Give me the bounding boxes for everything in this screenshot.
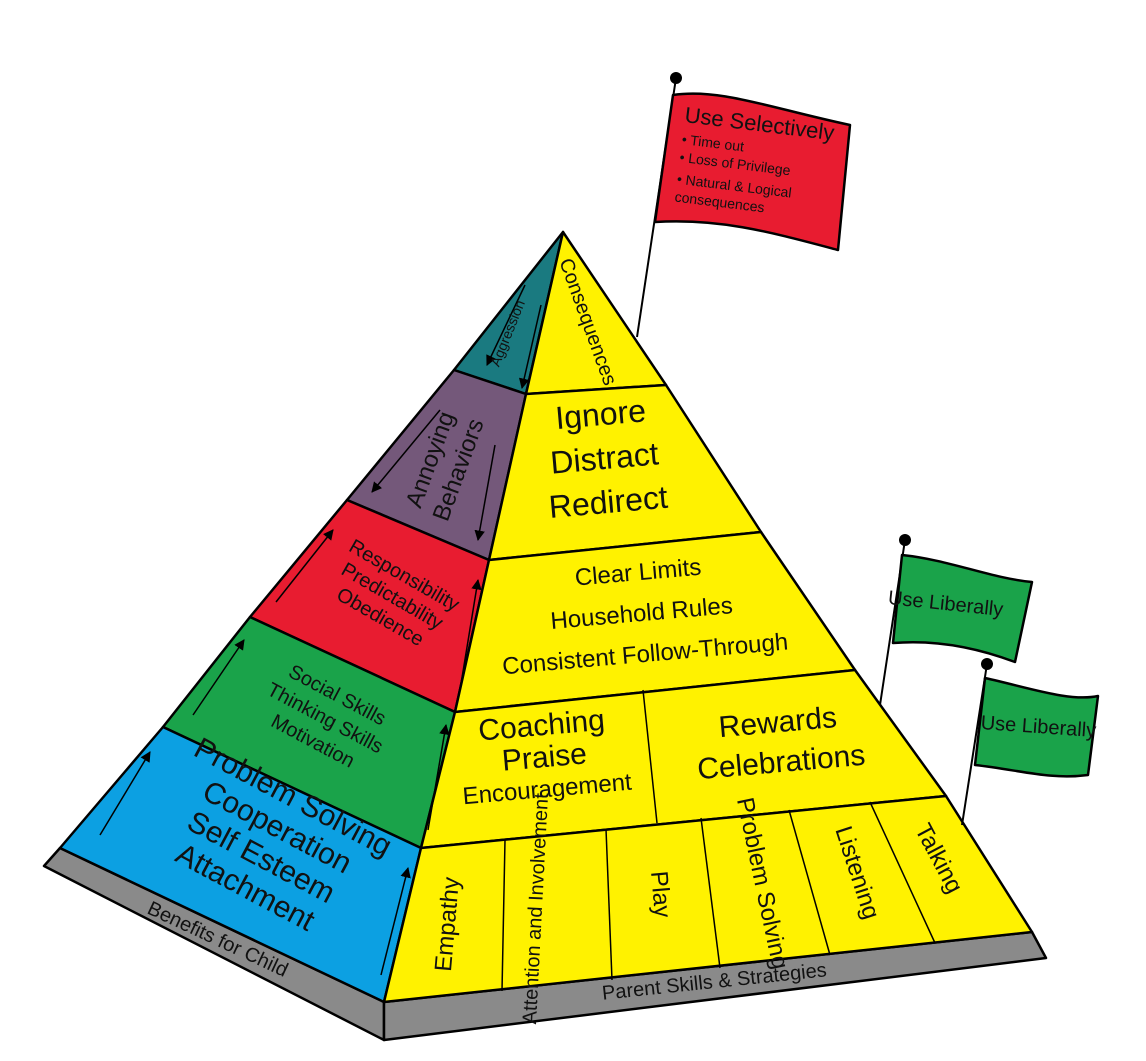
arrows-down [371,284,542,542]
divider-cell-5 [869,801,936,944]
flagpole-green-1-knob [899,534,911,546]
svg-text:Ignore: Ignore [554,392,648,436]
label-ignore-distract-redirect: Ignore Distract Redirect [547,392,669,525]
divider-cell-3 [700,817,721,969]
arrows-up [99,529,482,976]
divider-cell-1 [501,839,506,992]
svg-text:• Time out: • Time out [681,131,745,155]
flagpole-green-2-knob [981,658,993,670]
flag-red [653,92,852,252]
divider-cell-2 [605,828,613,981]
flagpole-red-knob [670,72,682,84]
divider-coaching-rewards [642,689,658,824]
flag-green-2 [973,676,1100,778]
cell-play: Play [645,870,676,919]
tier-right-bottom-cells [382,794,1034,1004]
flag-green-1 [891,553,1034,664]
svg-text:Praise: Praise [501,737,589,777]
divider-cell-4 [788,809,831,956]
